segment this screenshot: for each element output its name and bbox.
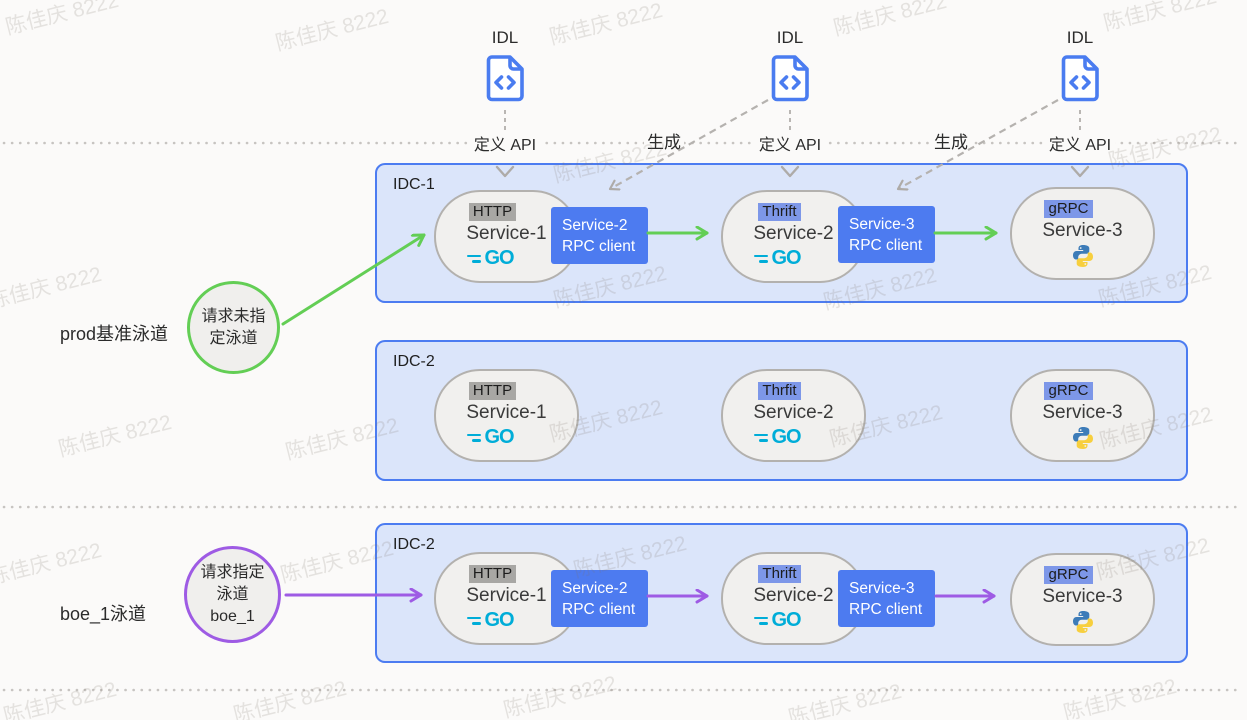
go-logo: GO <box>754 426 802 449</box>
idl-group-1: IDL <box>450 28 560 107</box>
idc-box-label: IDC-1 <box>393 176 435 193</box>
request-circle-boe1: 请求指定 泳道 boe_1 <box>184 546 281 643</box>
protocol-badge: Thrift <box>758 564 801 583</box>
service-name: Service-2 <box>753 401 834 423</box>
idl-group-2: IDL <box>735 28 845 107</box>
idl-group-3: IDL <box>1025 28 1135 107</box>
rpc-client-box: Service-3 RPC client <box>838 570 935 627</box>
service-name: Service-3 <box>1042 401 1123 423</box>
go-logo: GO <box>754 609 802 632</box>
go-logo: GO <box>467 247 515 270</box>
generate-label: 生成 <box>921 128 981 153</box>
protocol-badge: gRPC <box>1044 565 1093 584</box>
service-name: Service-2 <box>753 222 834 244</box>
python-logo <box>1072 426 1093 449</box>
rpc-client-box: Service-3 RPC client <box>838 206 935 263</box>
service-node-2: Thrift Service-2 GO <box>721 190 866 283</box>
lane-label-prod: prod基准泳道 <box>60 324 169 344</box>
idl-file-icon <box>771 55 809 102</box>
protocol-badge: HTTP <box>468 564 517 583</box>
go-logo: GO <box>754 247 802 270</box>
define-api-label: 定义 API <box>450 131 560 155</box>
idl-file-icon <box>486 55 524 102</box>
idc-box-1: IDC-1 HTTP Service-1 GO Service-2 RPC cl… <box>375 163 1188 303</box>
service-name: Service-1 <box>466 584 547 606</box>
service-node-3: gRPC Service-3 <box>1010 553 1155 646</box>
idl-label: IDL <box>491 28 519 47</box>
request-circle-prod: 请求未指 定泳道 <box>187 281 280 374</box>
generate-label: 生成 <box>634 128 694 153</box>
python-logo <box>1072 244 1093 267</box>
rpc-client-box: Service-2 RPC client <box>551 207 648 264</box>
rpc-client-box: Service-2 RPC client <box>551 570 648 627</box>
idl-label: IDL <box>1066 28 1094 47</box>
lane-label-boe1: boe_1泳道 <box>60 604 147 624</box>
define-api-label: 定义 API <box>1025 131 1135 155</box>
service-name: Service-3 <box>1042 585 1123 607</box>
go-logo: GO <box>467 426 515 449</box>
go-logo: GO <box>467 609 515 632</box>
idc-box-label: IDC-2 <box>393 353 435 370</box>
service-node-3: gRPC Service-3 <box>1010 369 1155 462</box>
service-name: Service-1 <box>466 222 547 244</box>
python-logo <box>1072 610 1093 633</box>
protocol-badge: HTTP <box>468 381 517 400</box>
protocol-badge: Thrfit <box>758 381 801 400</box>
service-node-2: Thrfit Service-2 GO <box>721 369 866 462</box>
idl-file-icon <box>1061 55 1099 102</box>
service-node-1: HTTP Service-1 GO <box>434 369 579 462</box>
define-api-label: 定义 API <box>735 131 845 155</box>
service-name: Service-1 <box>466 401 547 423</box>
idc-box-3: IDC-2 HTTP Service-1 GO Service-2 RPC cl… <box>375 523 1188 663</box>
service-node-1: HTTP Service-1 GO <box>434 552 579 645</box>
protocol-badge: gRPC <box>1044 381 1093 400</box>
protocol-badge: gRPC <box>1044 199 1093 218</box>
protocol-badge: Thrift <box>758 202 801 221</box>
service-name: Service-3 <box>1042 219 1123 241</box>
idc-box-2: IDC-2 HTTP Service-1 GO Thrfit Service-2… <box>375 340 1188 481</box>
protocol-badge: HTTP <box>468 202 517 221</box>
service-node-3: gRPC Service-3 <box>1010 187 1155 280</box>
service-name: Service-2 <box>753 584 834 606</box>
idl-label: IDL <box>776 28 804 47</box>
idc-box-label: IDC-2 <box>393 536 435 553</box>
